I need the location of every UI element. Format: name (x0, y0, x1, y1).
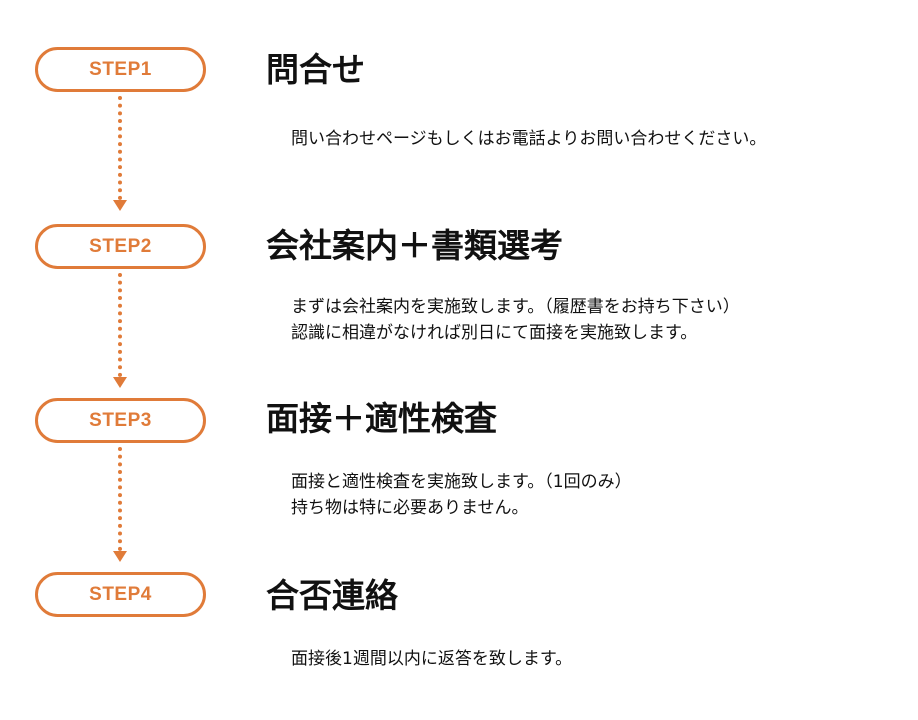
step-description: まずは会社案内を実施致します。（履歴書をお持ち下さい） 認識に相違がなければ別日… (291, 294, 740, 346)
description-line: 問い合わせページもしくはお電話よりお問い合わせください。 (291, 129, 767, 149)
step-badge: STEP4 (35, 572, 206, 617)
description-line: 持ち物は特に必要ありません。 (291, 498, 529, 518)
step-label: STEP2 (89, 235, 152, 257)
step-connector-arrow (113, 96, 127, 214)
description-line: 認識に相違がなければ別日にて面接を実施致します。 (291, 323, 698, 343)
step-title: 面接＋適性検査 (266, 399, 497, 438)
step-badge: STEP1 (35, 47, 206, 92)
step-badge: STEP3 (35, 398, 206, 443)
step-title: 合否連絡 (266, 576, 398, 615)
description-line: まずは会社案内を実施致します。（履歴書をお持ち下さい） (291, 297, 740, 317)
step-title: 会社案内＋書類選考 (266, 226, 563, 265)
step-label: STEP4 (89, 583, 152, 605)
description-line: 面接と適性検査を実施致します。（1回のみ） (291, 472, 632, 492)
step-label: STEP3 (89, 409, 152, 431)
step-title: 問合せ (266, 50, 365, 89)
step-description: 面接後1週間以内に返答を致します。 (291, 646, 572, 672)
description-line: 面接後1週間以内に返答を致します。 (291, 649, 573, 669)
step-connector-arrow (113, 273, 127, 391)
step-description: 問い合わせページもしくはお電話よりお問い合わせください。 (291, 126, 766, 152)
step-description: 面接と適性検査を実施致します。（1回のみ） 持ち物は特に必要ありません。 (291, 469, 632, 521)
step-connector-arrow (113, 447, 127, 565)
step-badge: STEP2 (35, 224, 206, 269)
step-label: STEP1 (89, 58, 152, 80)
